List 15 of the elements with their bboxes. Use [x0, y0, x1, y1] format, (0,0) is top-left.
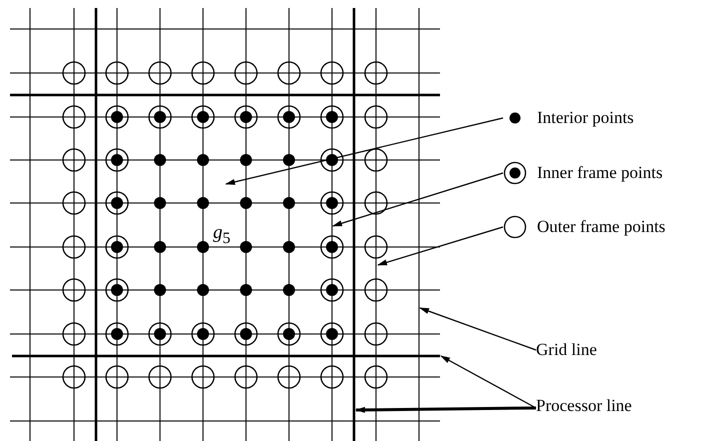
grid-line [418, 8, 420, 441]
callout-label: Grid line [536, 340, 597, 360]
callout-label: Interior points [537, 108, 634, 128]
callout-label: Processor line [536, 396, 632, 416]
leader-arrow [225, 117, 504, 185]
callout-label: Outer frame points [537, 217, 666, 237]
grid-point-label: g$_{5}$ [213, 222, 230, 248]
leader-arrow [440, 355, 536, 409]
leader-arrow [377, 226, 504, 266]
processor-line [12, 354, 440, 358]
processor-line [352, 357, 356, 441]
callout-label: Inner frame points [537, 163, 663, 183]
leader-arrow [419, 307, 536, 351]
leader-arrow [332, 172, 504, 227]
leader-arrow [355, 406, 536, 413]
